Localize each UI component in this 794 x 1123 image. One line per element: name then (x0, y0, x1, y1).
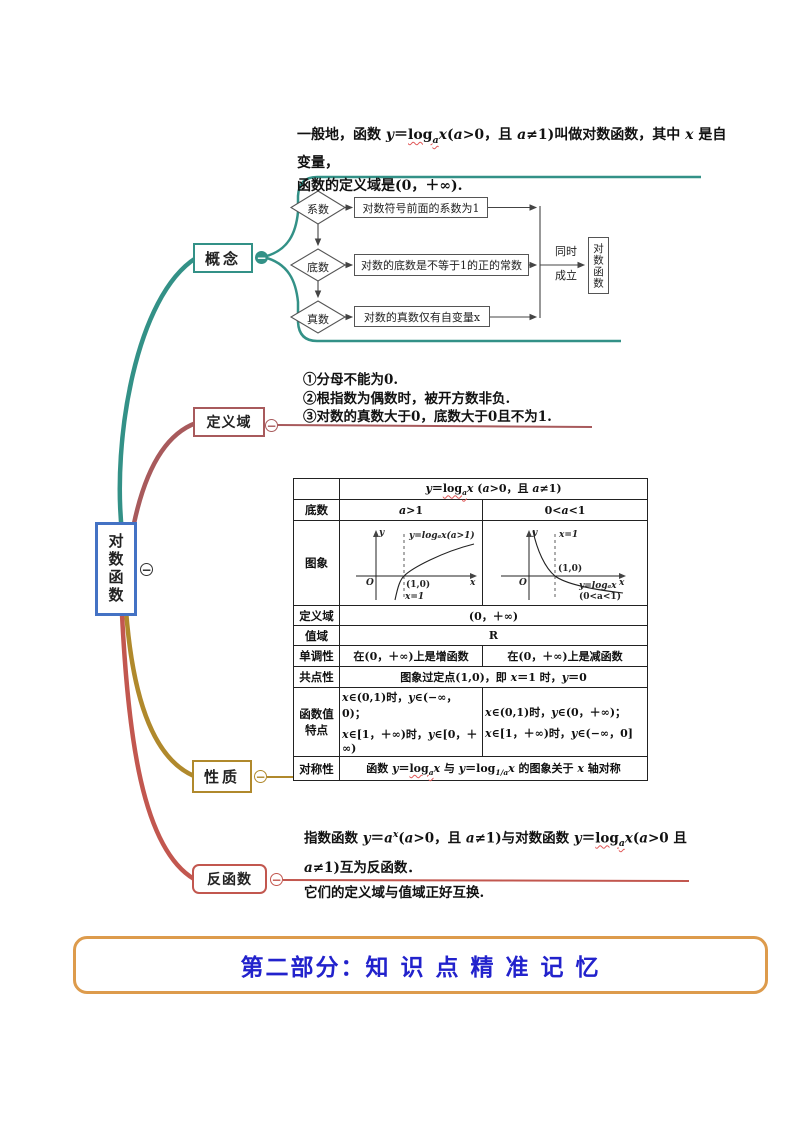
cell-base-lt1: 0<a<1 (481, 499, 649, 521)
branch-inverse (119, 611, 197, 882)
cell-mono-increasing: 在(0，＋∞)上是增函数 (339, 645, 483, 667)
inverse-text: 指数函数 y＝ax(a>0，且 a≠1)与对数函数 y＝logax(a>0 且 … (304, 822, 724, 906)
domain-note-3: ③对数的真数大于0，底数大于0且不为1. (303, 409, 552, 425)
cell-fixed-point: 图象过定点(1,0)，即 x＝1 时，y＝0 (338, 666, 649, 688)
cell-function: y＝logax (a>0，且 a≠1) (338, 478, 649, 500)
row-label-fixed-point: 共点性 (293, 666, 340, 688)
collapse-toggle-domain[interactable]: − (265, 418, 278, 433)
svg-text:y=logₐx(a>1): y=logₐx(a>1) (408, 530, 475, 541)
definition-text: 一般地，函数 y＝logax(a>0，且 a≠1)叫做对数函数，其中 x 是自变… (297, 124, 727, 198)
svg-text:(1,0): (1,0) (406, 579, 430, 590)
branch-domain (127, 420, 199, 548)
svg-text:x: x (618, 578, 625, 588)
flowchart-box-base: 对数的底数是不等于1的正的常数 (354, 254, 529, 276)
diamond-coefficient-label: 系数 (307, 203, 329, 216)
node-properties: 性质 (192, 760, 252, 793)
log-graph-a-lt-1: y x O (1,0) x=1 y=logₐx (0<a<1) (501, 528, 626, 602)
row-label-base: 底数 (293, 499, 340, 521)
cell-mono-decreasing: 在(0，＋∞)上是减函数 (481, 645, 649, 667)
domain-underline (276, 424, 593, 428)
svg-text:(1,0): (1,0) (558, 563, 582, 574)
row-label-monotonicity: 单调性 (293, 645, 340, 667)
cell-values-gt1: x∈(0,1)时，y∈(−∞，0)； x∈[1，＋∞)时，y∈[0，＋∞) (339, 687, 483, 757)
cell-graph-lt1: y x O (1,0) x=1 y=logₐx (0<a<1) (481, 520, 649, 606)
svg-text:x=1: x=1 (558, 530, 578, 540)
node-root: 对数函数 (95, 522, 137, 616)
svg-text:y=logₐx: y=logₐx (578, 581, 617, 591)
row-label-range: 值域 (293, 625, 340, 646)
row-label-values: 函数值 特点 (293, 687, 340, 757)
inverse-line-2: 它们的定义域与值域正好互换. (304, 885, 485, 902)
row-label-symmetry: 对称性 (293, 756, 340, 781)
merge-label-bottom: 成立 (555, 269, 577, 282)
cell-symmetry: 函数 y＝logax 与 y＝log1/ax 的图象关于 x 轴对称 (338, 756, 649, 781)
cell-empty (293, 478, 340, 500)
collapse-toggle-properties[interactable]: − (254, 769, 267, 784)
domain-note-2: ②根指数为偶数时，被开方数非负. (303, 390, 511, 407)
log-curve-decreasing (532, 530, 624, 594)
node-concept: 概念 (193, 243, 253, 273)
node-inverse: 反函数 (192, 864, 267, 894)
branch-properties (123, 607, 197, 779)
svg-text:x: x (469, 578, 476, 588)
brace-bottom-arm (262, 255, 621, 343)
flowchart-result-box: 对数函数 (588, 237, 609, 294)
inverse-underline (282, 879, 690, 882)
diamond-argument (289, 300, 347, 334)
svg-text:y: y (378, 528, 385, 538)
collapse-toggle-root[interactable]: − (140, 562, 153, 577)
cell-graph-gt1: y x O (1,0) x=1 y=logₐx(a>1) (339, 520, 483, 606)
svg-text:O: O (519, 578, 527, 588)
flowchart-box-coefficient: 对数符号前面的系数为1 (354, 197, 488, 218)
domain-notes: ①分母不能为0. ②根指数为偶数时，被开方数非负. ③对数的真数大于0，底数大于… (303, 371, 643, 427)
branch-concept (117, 255, 199, 535)
flowchart-box-argument: 对数的真数仅有自变量x (354, 306, 490, 327)
domain-note-1: ①分母不能为0. (303, 372, 399, 388)
node-domain: 定义域 (193, 407, 265, 437)
row-label-domain: 定义域 (293, 605, 340, 626)
merge-label-top: 同时 (555, 245, 577, 258)
part2-banner: 第二部分：知 识 点 精 准 记 忆 (73, 936, 768, 994)
log-curve-increasing (394, 543, 475, 601)
svg-text:O: O (366, 578, 374, 588)
definition-line-2: 函数的定义域是(0，＋∞). (297, 177, 463, 194)
properties-table: y＝logax (a>0，且 a≠1) 底数 a>1 0<a<1 图象 y x … (293, 478, 649, 781)
diamond-argument-label: 真数 (307, 313, 329, 326)
collapse-toggle-concept[interactable]: − (255, 250, 268, 265)
svg-text:x=1: x=1 (404, 592, 424, 602)
part2-banner-text: 第二部分：知 识 点 精 准 记 忆 (240, 954, 601, 981)
cell-range-value: R (338, 625, 649, 646)
log-graph-a-gt-1: y x O (1,0) x=1 y=logₐx(a>1) (356, 528, 477, 602)
svg-text:y: y (531, 528, 538, 538)
cell-base-gt1: a>1 (339, 499, 483, 521)
row-label-graph: 图象 (293, 520, 340, 606)
diamond-base-label: 底数 (307, 261, 329, 274)
cell-values-lt1: x∈(0,1)时，y∈(0，＋∞)； x∈[1，＋∞)时，y∈(−∞，0] (481, 687, 649, 757)
definition-line-1: 一般地，函数 y＝logax(a>0，且 a≠1)叫做对数函数，其中 x 是自变… (297, 127, 727, 171)
cell-domain-value: (0，＋∞) (338, 605, 649, 626)
flowchart-arrows (314, 204, 586, 321)
svg-text:(0<a<1): (0<a<1) (579, 591, 621, 602)
inverse-line-1: 指数函数 y＝ax(a>0，且 a≠1)与对数函数 y＝logax(a>0 且 … (304, 829, 687, 877)
collapse-toggle-inverse[interactable]: − (270, 872, 283, 887)
